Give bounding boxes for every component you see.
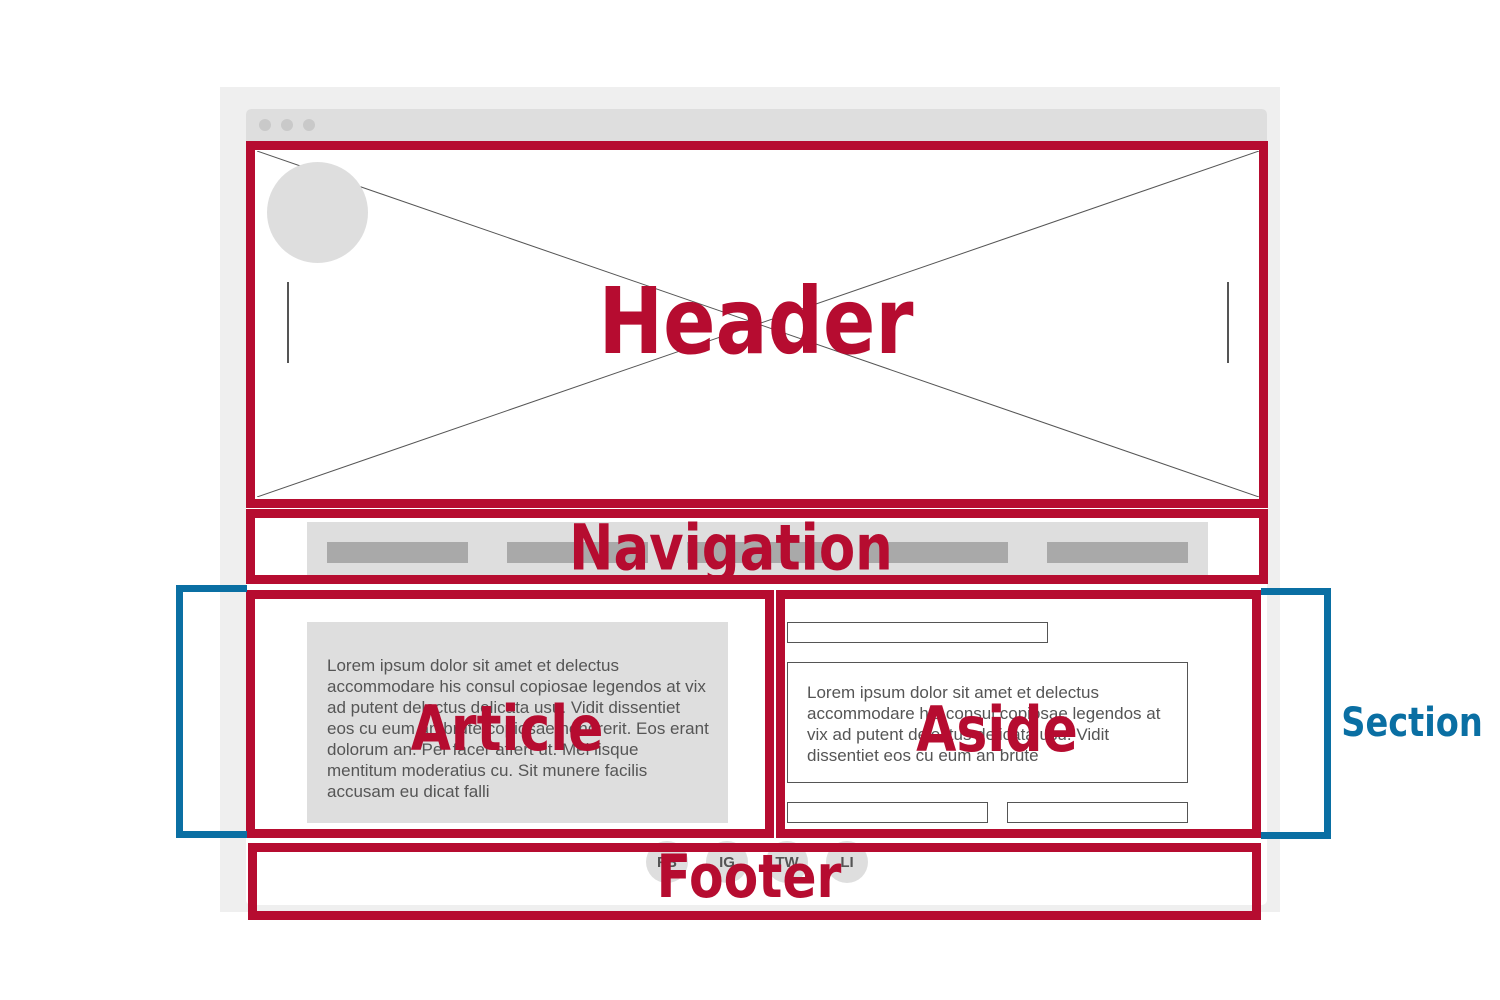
nav-item-placeholder[interactable] (507, 542, 648, 563)
aside-text: Lorem ipsum dolor sit amet et delectus a… (807, 683, 1161, 765)
aside-region (776, 590, 1261, 838)
header-right-divider (1227, 282, 1229, 363)
article-region (246, 590, 774, 838)
window-dot (303, 119, 315, 131)
navigation-label: Navigation (569, 511, 893, 585)
article-content: Lorem ipsum dolor sit amet et delectus a… (307, 622, 728, 823)
nav-item-placeholder[interactable] (327, 542, 468, 563)
nav-item-placeholder[interactable] (687, 542, 828, 563)
header-left-divider (287, 282, 289, 363)
header-label: Header (598, 268, 914, 375)
header-image-placeholder (257, 151, 1259, 497)
aside-content: Lorem ipsum dolor sit amet et delectus a… (787, 662, 1188, 783)
browser-titlebar (246, 109, 1267, 141)
window-dot (259, 119, 271, 131)
navigation-bar (307, 522, 1208, 578)
footer-region (248, 843, 1261, 920)
aside-label: Aside (916, 693, 1078, 766)
placeholder-cross-line (257, 151, 1259, 497)
aside-button-placeholder[interactable] (1007, 802, 1188, 823)
header-region (246, 141, 1268, 508)
window-dot (281, 119, 293, 131)
section-bracket-right (1261, 588, 1331, 839)
navigation-region (246, 509, 1268, 584)
aside-heading-placeholder (787, 622, 1048, 643)
footer-label: Footer (656, 842, 842, 912)
logo-placeholder (267, 162, 368, 263)
article-label: Article (410, 692, 604, 765)
article-text: Lorem ipsum dolor sit amet et delectus a… (327, 656, 709, 801)
nav-item-placeholder[interactable] (867, 542, 1008, 563)
nav-item-placeholder[interactable] (1047, 542, 1188, 563)
aside-button-placeholder[interactable] (787, 802, 988, 823)
section-bracket-left (176, 585, 247, 838)
section-label: Section (1341, 700, 1483, 746)
